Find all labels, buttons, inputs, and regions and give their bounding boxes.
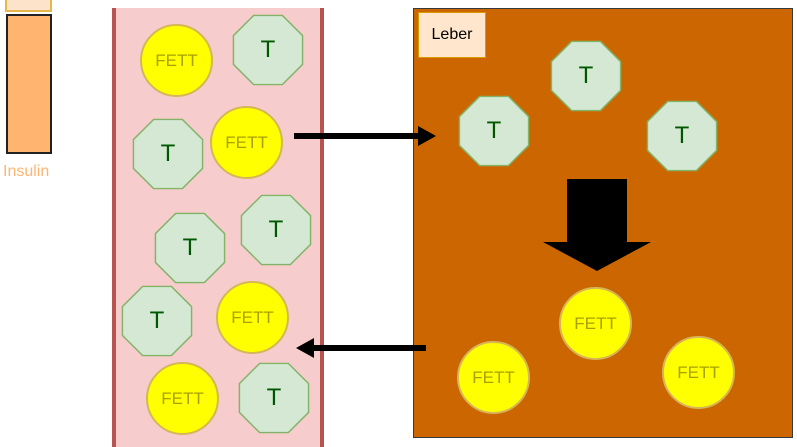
fat-molecule: FETT: [140, 24, 213, 97]
fat-molecule: FETT: [559, 287, 632, 360]
glucose-molecule: T: [154, 212, 226, 284]
fat-molecule: FETT: [457, 341, 530, 414]
glucose-molecule: T: [232, 14, 304, 86]
arrow-to-liver: [294, 126, 436, 146]
fat-molecule: FETT: [146, 362, 219, 435]
glucose-molecule: T: [646, 100, 718, 172]
glucose-molecule: T: [550, 40, 622, 112]
arrow-to-blood: [296, 338, 426, 358]
fat-molecule: FETT: [210, 106, 283, 179]
insulin-bar-cap: [5, 0, 52, 12]
glucose-molecule: T: [240, 194, 312, 266]
insulin-label: Insulin: [3, 163, 50, 180]
glucose-molecule: T: [458, 95, 530, 167]
liver-label: Leber: [418, 12, 486, 58]
glucose-molecule: T: [132, 118, 204, 190]
conversion-arrow: [543, 179, 651, 271]
insulin-level-bar: [6, 14, 52, 154]
fat-molecule: FETT: [662, 336, 735, 409]
glucose-molecule: T: [238, 362, 310, 434]
glucose-molecule: T: [121, 285, 193, 357]
fat-molecule: FETT: [216, 281, 289, 354]
